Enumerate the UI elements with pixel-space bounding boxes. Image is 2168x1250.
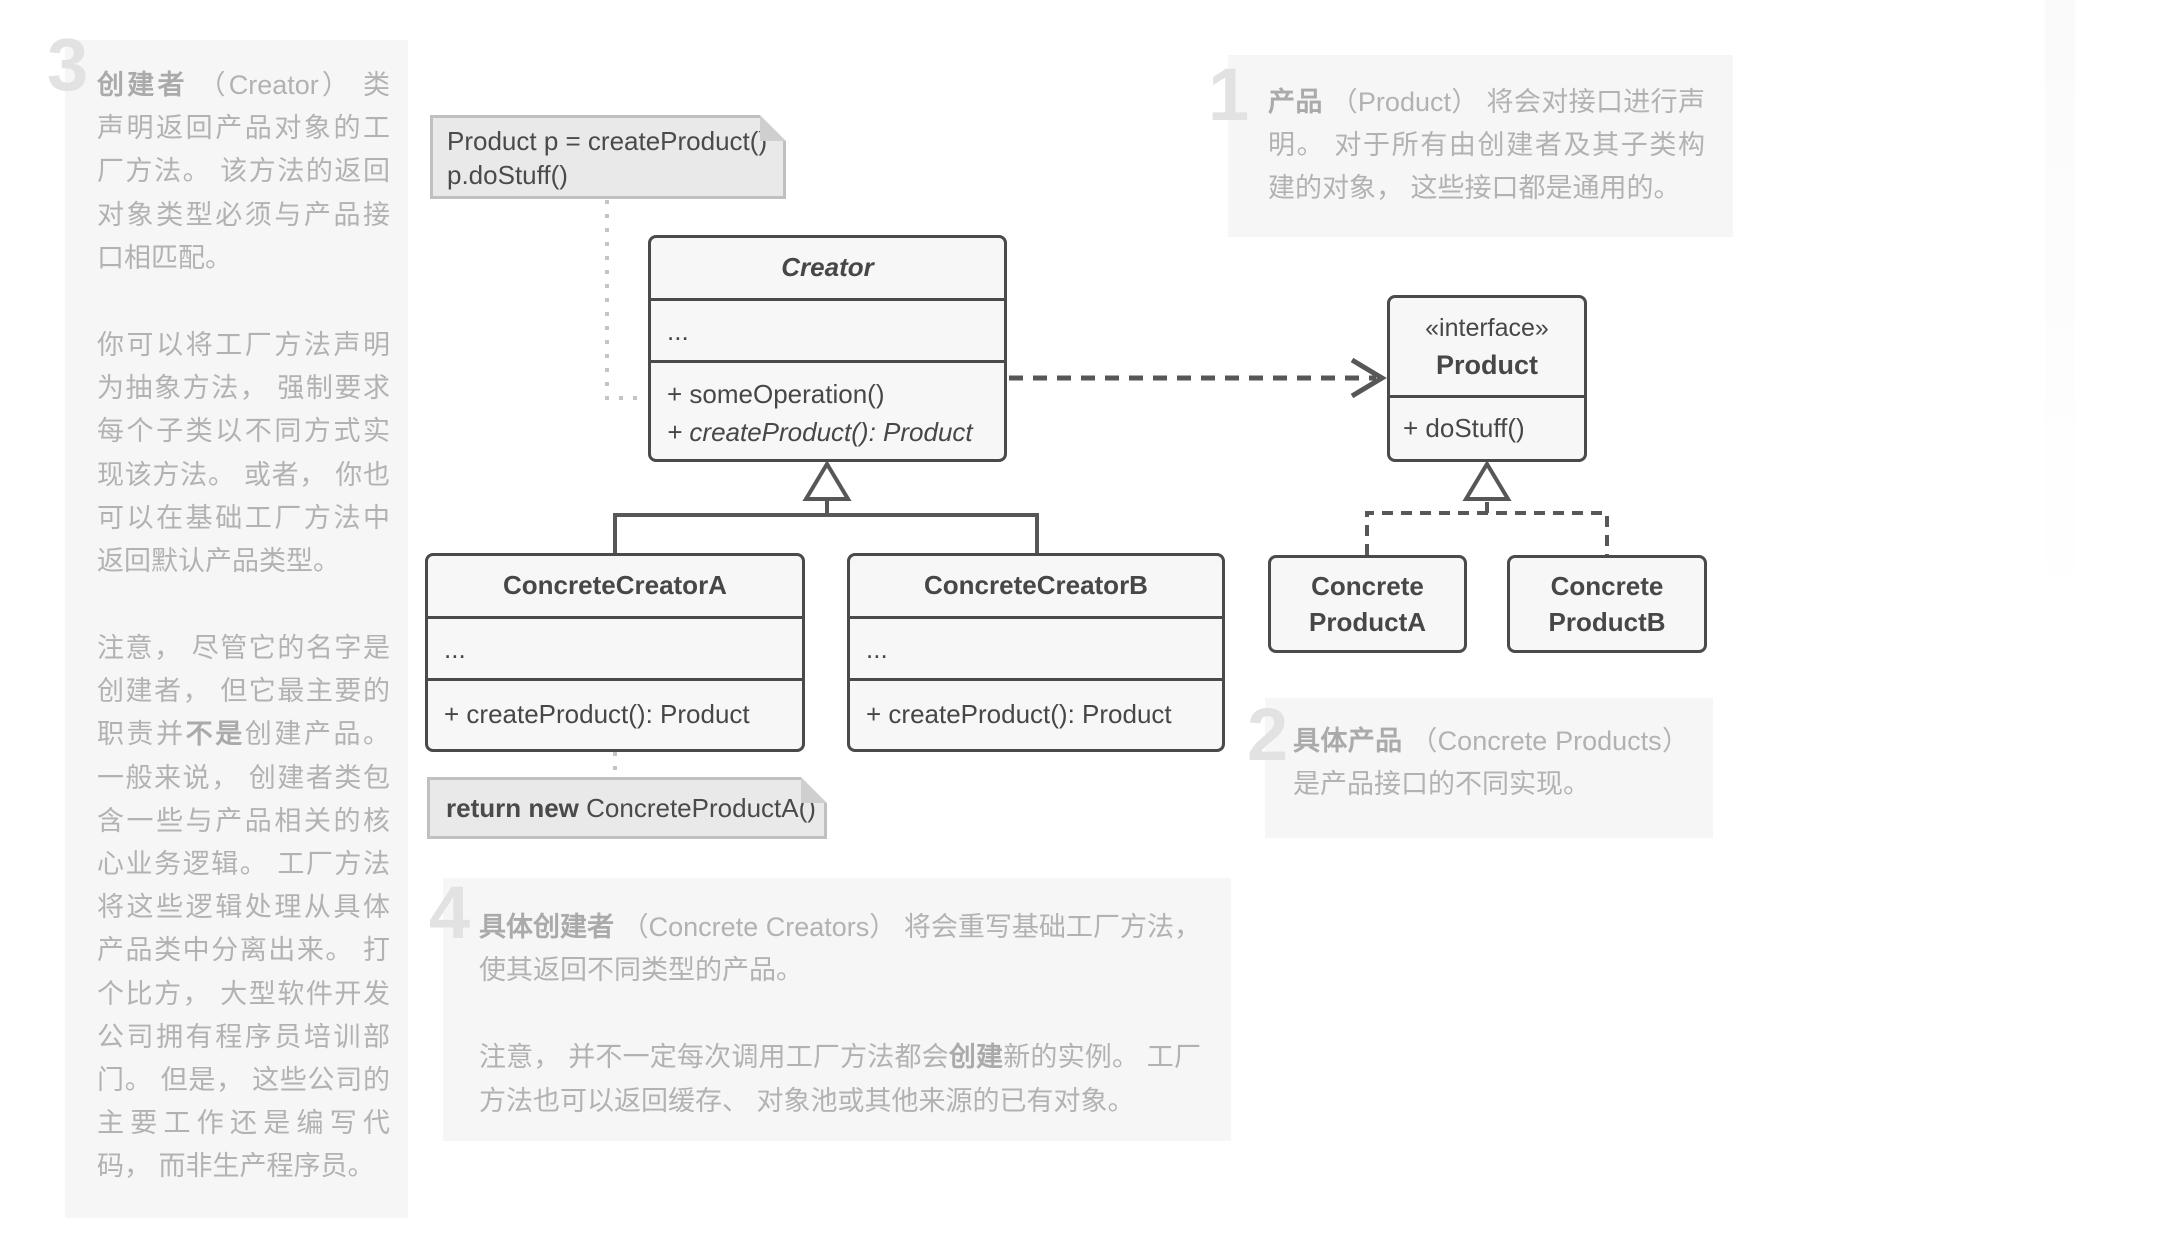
class-concrete-product-b: Concrete ProductB [1507,555,1707,653]
class-concrete-product-a: Concrete ProductA [1268,555,1467,653]
client-code-line-2: p.doStuff() [447,160,568,190]
note-fold-icon [760,115,786,141]
step-3-number: 3 [47,23,89,106]
concrete-creator-a-method-createProduct: + createProduct(): Product [428,678,802,749]
step-4-description: 4 具体创建者 （Concrete Creators） 将会重写基础工厂方法， … [429,876,1231,1141]
step-2-paragraph: 具体产品 （Concrete Products） 是产品接口的不同实现。 [1293,726,1690,800]
class-creator-attributes: ... [651,298,1004,360]
class-concrete-creator-a-title: ConcreteCreatorA [503,570,727,600]
interface-product-title: Product [1435,350,1538,380]
step-2-description: 2 具体产品 （Concrete Products） 是产品接口的不同实现。 [1247,698,1713,838]
concrete-product-b-title-line1: Concrete [1550,571,1664,601]
step-4-paragraph-1: 具体创建者 （Concrete Creators） 将会重写基础工厂方法， 使其… [479,912,1202,986]
return-new-note: return new ConcreteProductA() [427,777,827,839]
class-concrete-creator-b-attributes: ... [850,616,1222,678]
class-concrete-creator-a: ConcreteCreatorA ... + createProduct(): … [425,553,805,752]
step-3-paragraph-2: 你可以将工厂方法声明为抽象方法， 强制要求每个子类以不同方式实现该方法。 或者，… [97,329,390,576]
page-gutter [2045,0,2075,620]
class-creator: Creator ... + someOperation() + createPr… [648,235,1007,462]
product-realization-triangle-icon [1462,460,1512,501]
step-1-number: 1 [1208,53,1250,136]
creator-inheritance-lines [613,500,1039,553]
class-concrete-creator-b-title: ConcreteCreatorB [924,570,1148,600]
step-1-description: 1 产品 （Product） 将会对接口进行声明。 对于所有由创建者及其子类构建… [1208,55,1733,237]
concrete-product-b-title-line2: ProductB [1548,607,1666,637]
note-fold-icon [801,777,827,803]
step-2-number: 2 [1247,693,1289,776]
concrete-creator-b-method-createProduct: + createProduct(): Product [850,678,1222,749]
note-to-creator-connector [605,200,645,400]
step-3-description: 3 创建者 （Creator） 类声明返回产品对象的工厂方法。 该方法的返回对象… [47,28,408,1218]
creator-inheritance-triangle-icon [802,460,852,501]
class-concrete-creator-b: ConcreteCreatorB ... + createProduct(): … [847,553,1225,752]
class-creator-title: Creator [781,252,874,282]
client-code-note: Product p = createProduct() p.doStuff() [430,115,786,199]
creator-method-createProduct: + createProduct(): Product [667,417,973,447]
concrete-product-a-title-line1: Concrete [1311,571,1424,601]
class-creator-methods: + someOperation() + createProduct(): Pro… [651,360,1004,459]
step-4-number: 4 [429,871,471,954]
creator-method-someOperation: + someOperation() [667,379,885,409]
interface-product: «interface» Product + doStuff() [1387,295,1587,462]
product-realization-lines [1365,500,1609,555]
product-method-doStuff: + doStuff() [1390,395,1584,459]
dependency-arrowhead-icon [1350,357,1387,399]
interface-stereotype: «interface» [1425,314,1549,342]
step-3-paragraph-1: 创建者 （Creator） 类声明返回产品对象的工厂方法。 该方法的返回对象类型… [97,70,390,273]
step-4-paragraph-2: 注意， 并不一定每次调用工厂方法都会创建新的实例。 工厂方法也可以返回缓存、 对… [479,1042,1201,1116]
return-new-text: return new ConcreteProductA() [446,793,816,823]
class-concrete-creator-a-attributes: ... [428,616,802,678]
step-1-paragraph: 产品 （Product） 将会对接口进行声明。 对于所有由创建者及其子类构建的对… [1268,87,1706,204]
concrete-product-a-title-line2: ProductA [1309,607,1426,637]
step-3-paragraph-3: 注意， 尽管它的名字是创建者， 但它最主要的职责并不是创建产品。 一般来说， 创… [97,633,391,1182]
client-code-line-1: Product p = createProduct() [447,126,768,156]
interface-product-header: «interface» Product [1390,298,1584,395]
